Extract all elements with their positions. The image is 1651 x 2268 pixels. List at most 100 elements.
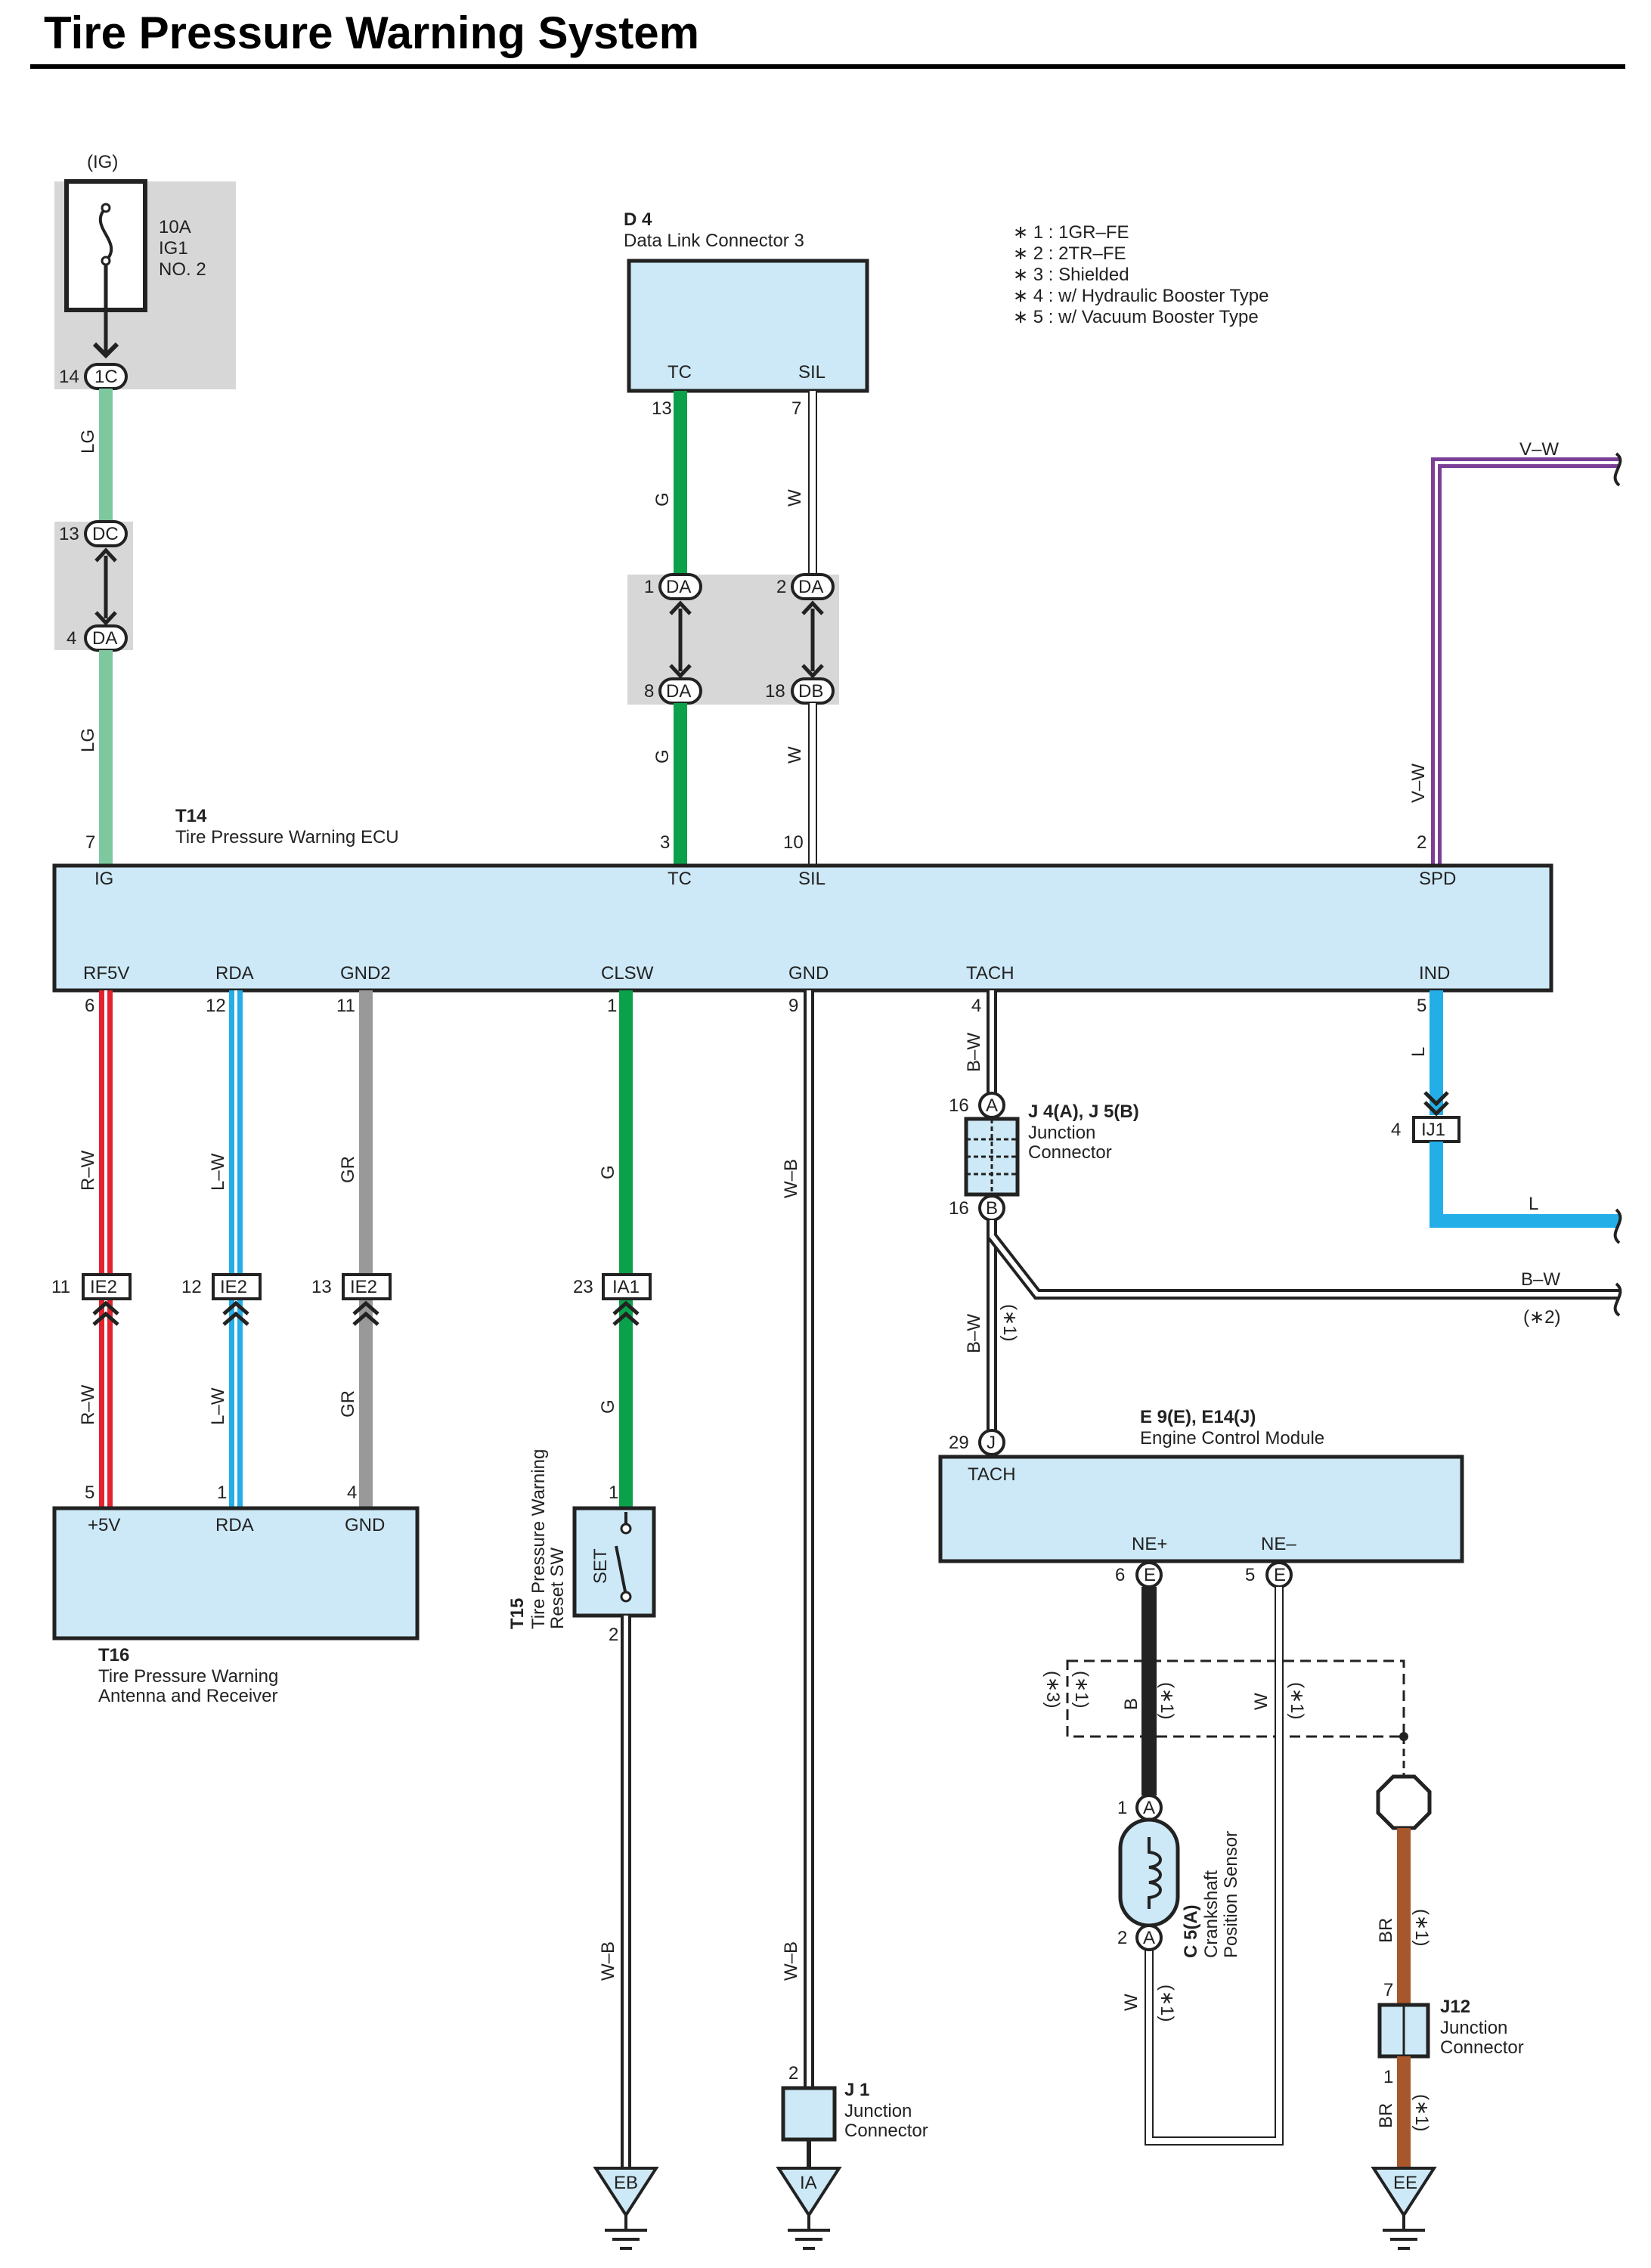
connector-crank-1-pin: 1	[1117, 1798, 1127, 1818]
ecm-id: E 9(E), E14(J)	[1140, 1407, 1256, 1427]
t15-desc-1: Tire Pressure Warning	[528, 1449, 549, 1629]
connector-da-1	[658, 573, 702, 600]
wire-break-icon-3	[1613, 1208, 1622, 1244]
j1-pin: 2	[788, 2063, 798, 2084]
shield-ground-icon	[1376, 1774, 1432, 1830]
wire-label-lg-2: LG	[78, 728, 98, 752]
connector-ie2-13	[342, 1273, 392, 1300]
wire-label-gr-1: GR	[338, 1156, 358, 1183]
j12-pin-bottom: 1	[1383, 2067, 1393, 2087]
wire-break-icon	[1613, 452, 1622, 487]
ground-eb-label: EB	[614, 2173, 638, 2193]
note-5: ∗ 5 : w/ Vacuum Booster Type	[1013, 307, 1259, 327]
connector-ij1	[1412, 1116, 1460, 1143]
connector-da-4-pin: 4	[67, 628, 76, 649]
t14-pin-ig: 7	[85, 832, 95, 853]
fuse-number: NO. 2	[159, 259, 206, 280]
d4-tc: TC	[668, 362, 692, 383]
wire-label-rw-1: R–W	[78, 1150, 98, 1191]
t16-desc-2: Antenna and Receiver	[98, 1686, 278, 1706]
crankshaft-sensor	[1118, 1817, 1180, 1928]
shield-box	[1066, 1659, 1405, 1738]
fuse-name: IG1	[159, 238, 188, 259]
j12-desc-2: Connector	[1440, 2037, 1524, 2058]
t14-tc: TC	[668, 869, 692, 889]
wire-label-w-2: W	[785, 746, 805, 764]
t14-desc: Tire Pressure Warning ECU	[175, 827, 399, 847]
wire-label-lw-2: L–W	[208, 1387, 228, 1425]
notes-legend: ∗ 1 : 1GR–FE ∗ 2 : 2TR–FE ∗ 3 : Shielded…	[1013, 222, 1268, 327]
t14-sil: SIL	[798, 869, 826, 889]
wire-label-w-1: W	[785, 489, 805, 507]
connector-1c-name: 1C	[94, 367, 118, 387]
ground-ia-icon	[776, 2167, 842, 2218]
j12-id: J12	[1440, 1997, 1470, 2017]
d4-box	[627, 259, 869, 393]
note-2: ∗ 2 : 2TR–FE	[1013, 243, 1126, 264]
t14-rda: RDA	[215, 963, 254, 984]
t14-pin-gnd: 9	[788, 996, 798, 1016]
ecm-ne-pos: NE+	[1132, 1534, 1167, 1554]
note-4: ∗ 4 : w/ Hydraulic Booster Type	[1013, 286, 1268, 306]
connector-ie2-12-pin: 12	[181, 1277, 202, 1297]
t16-pin-rda: 1	[217, 1483, 227, 1503]
connector-da-2-pin: 2	[776, 577, 786, 597]
t14-spd: SPD	[1419, 869, 1456, 889]
connector-ie2-13-pin: 13	[311, 1277, 332, 1297]
t14-tach: TACH	[966, 963, 1014, 984]
t16-rda: RDA	[215, 1515, 254, 1535]
wire-label-b: B	[1121, 1698, 1141, 1710]
t16-box	[52, 1506, 420, 1641]
connector-crank-2-pin: 2	[1117, 1928, 1127, 1948]
connector-da-8-pin: 8	[644, 681, 654, 702]
wire-label-wb-2: W–B	[781, 1159, 801, 1198]
t16-gnd: GND	[345, 1515, 385, 1535]
connector-1c-pin: 14	[59, 367, 79, 387]
c5-id: C 5(A)	[1181, 1904, 1201, 1958]
t14-pin-rda: 12	[206, 996, 226, 1016]
j45-desc-2: Connector	[1028, 1142, 1112, 1163]
c5-desc-2: Position Sensor	[1221, 1831, 1241, 1958]
t14-rf5v: RF5V	[83, 963, 129, 984]
connector-crank-1-name: A	[1143, 1798, 1155, 1818]
coil-icon	[1148, 1837, 1162, 1909]
wire-label-bw-2: B–W	[964, 1314, 984, 1353]
connector-da-2-name: DA	[798, 577, 823, 597]
wire-label-n1-br2: (∗1)	[1411, 2094, 1432, 2131]
ecm-desc: Engine Control Module	[1140, 1428, 1324, 1448]
connector-ne-pos-name: E	[1144, 1565, 1156, 1585]
connector-da-2	[791, 573, 835, 600]
j45-id: J 4(A), J 5(B)	[1028, 1101, 1139, 1122]
wire-label-vw-side: V–W	[1408, 764, 1429, 803]
t14-id: T14	[175, 806, 207, 826]
ground-ee-label: EE	[1393, 2173, 1417, 2193]
wire-label-n1-b: (∗1)	[1157, 1682, 1177, 1719]
t15-id: T15	[507, 1598, 528, 1629]
t14-pin-rf5v: 6	[85, 996, 94, 1016]
connector-ie2-12-group: IE2 12	[181, 1273, 262, 1326]
t14-ig: IG	[94, 869, 113, 889]
t16-pin-5v: 5	[85, 1483, 94, 1503]
ground-ee: EE	[1371, 2167, 1437, 2250]
ig-source-label: (IG)	[87, 152, 118, 172]
switch-icon	[615, 1545, 627, 1596]
ground-ia: IA	[776, 2167, 842, 2250]
connector-ne-neg-pin: 5	[1245, 1565, 1255, 1585]
connector-ie2-11-group: IE2 11	[51, 1273, 132, 1326]
t14-pin-clsw: 1	[607, 996, 617, 1016]
j1-desc-2: Connector	[844, 2121, 928, 2141]
t14-pin-tc: 3	[660, 832, 670, 853]
connector-ie2-11	[82, 1273, 132, 1300]
wire-label-wb-1: W–B	[598, 1941, 618, 1981]
j12-pin-top: 7	[1383, 1980, 1393, 2000]
t14-pin-sil: 10	[783, 832, 804, 853]
d4-id: D 4	[624, 209, 652, 230]
wire-label-n1-br1: (∗1)	[1411, 1909, 1432, 1946]
wire-label-w-3: W	[1251, 1693, 1272, 1710]
fuse-rating: 10A	[159, 217, 191, 237]
wire-label-n1-bw: (∗1)	[999, 1304, 1020, 1341]
connector-ie2-12	[212, 1273, 262, 1300]
wire-label-wb-3: W–B	[781, 1941, 801, 1981]
connector-ia1	[602, 1273, 652, 1300]
wire-label-g-3: G	[598, 1165, 618, 1179]
